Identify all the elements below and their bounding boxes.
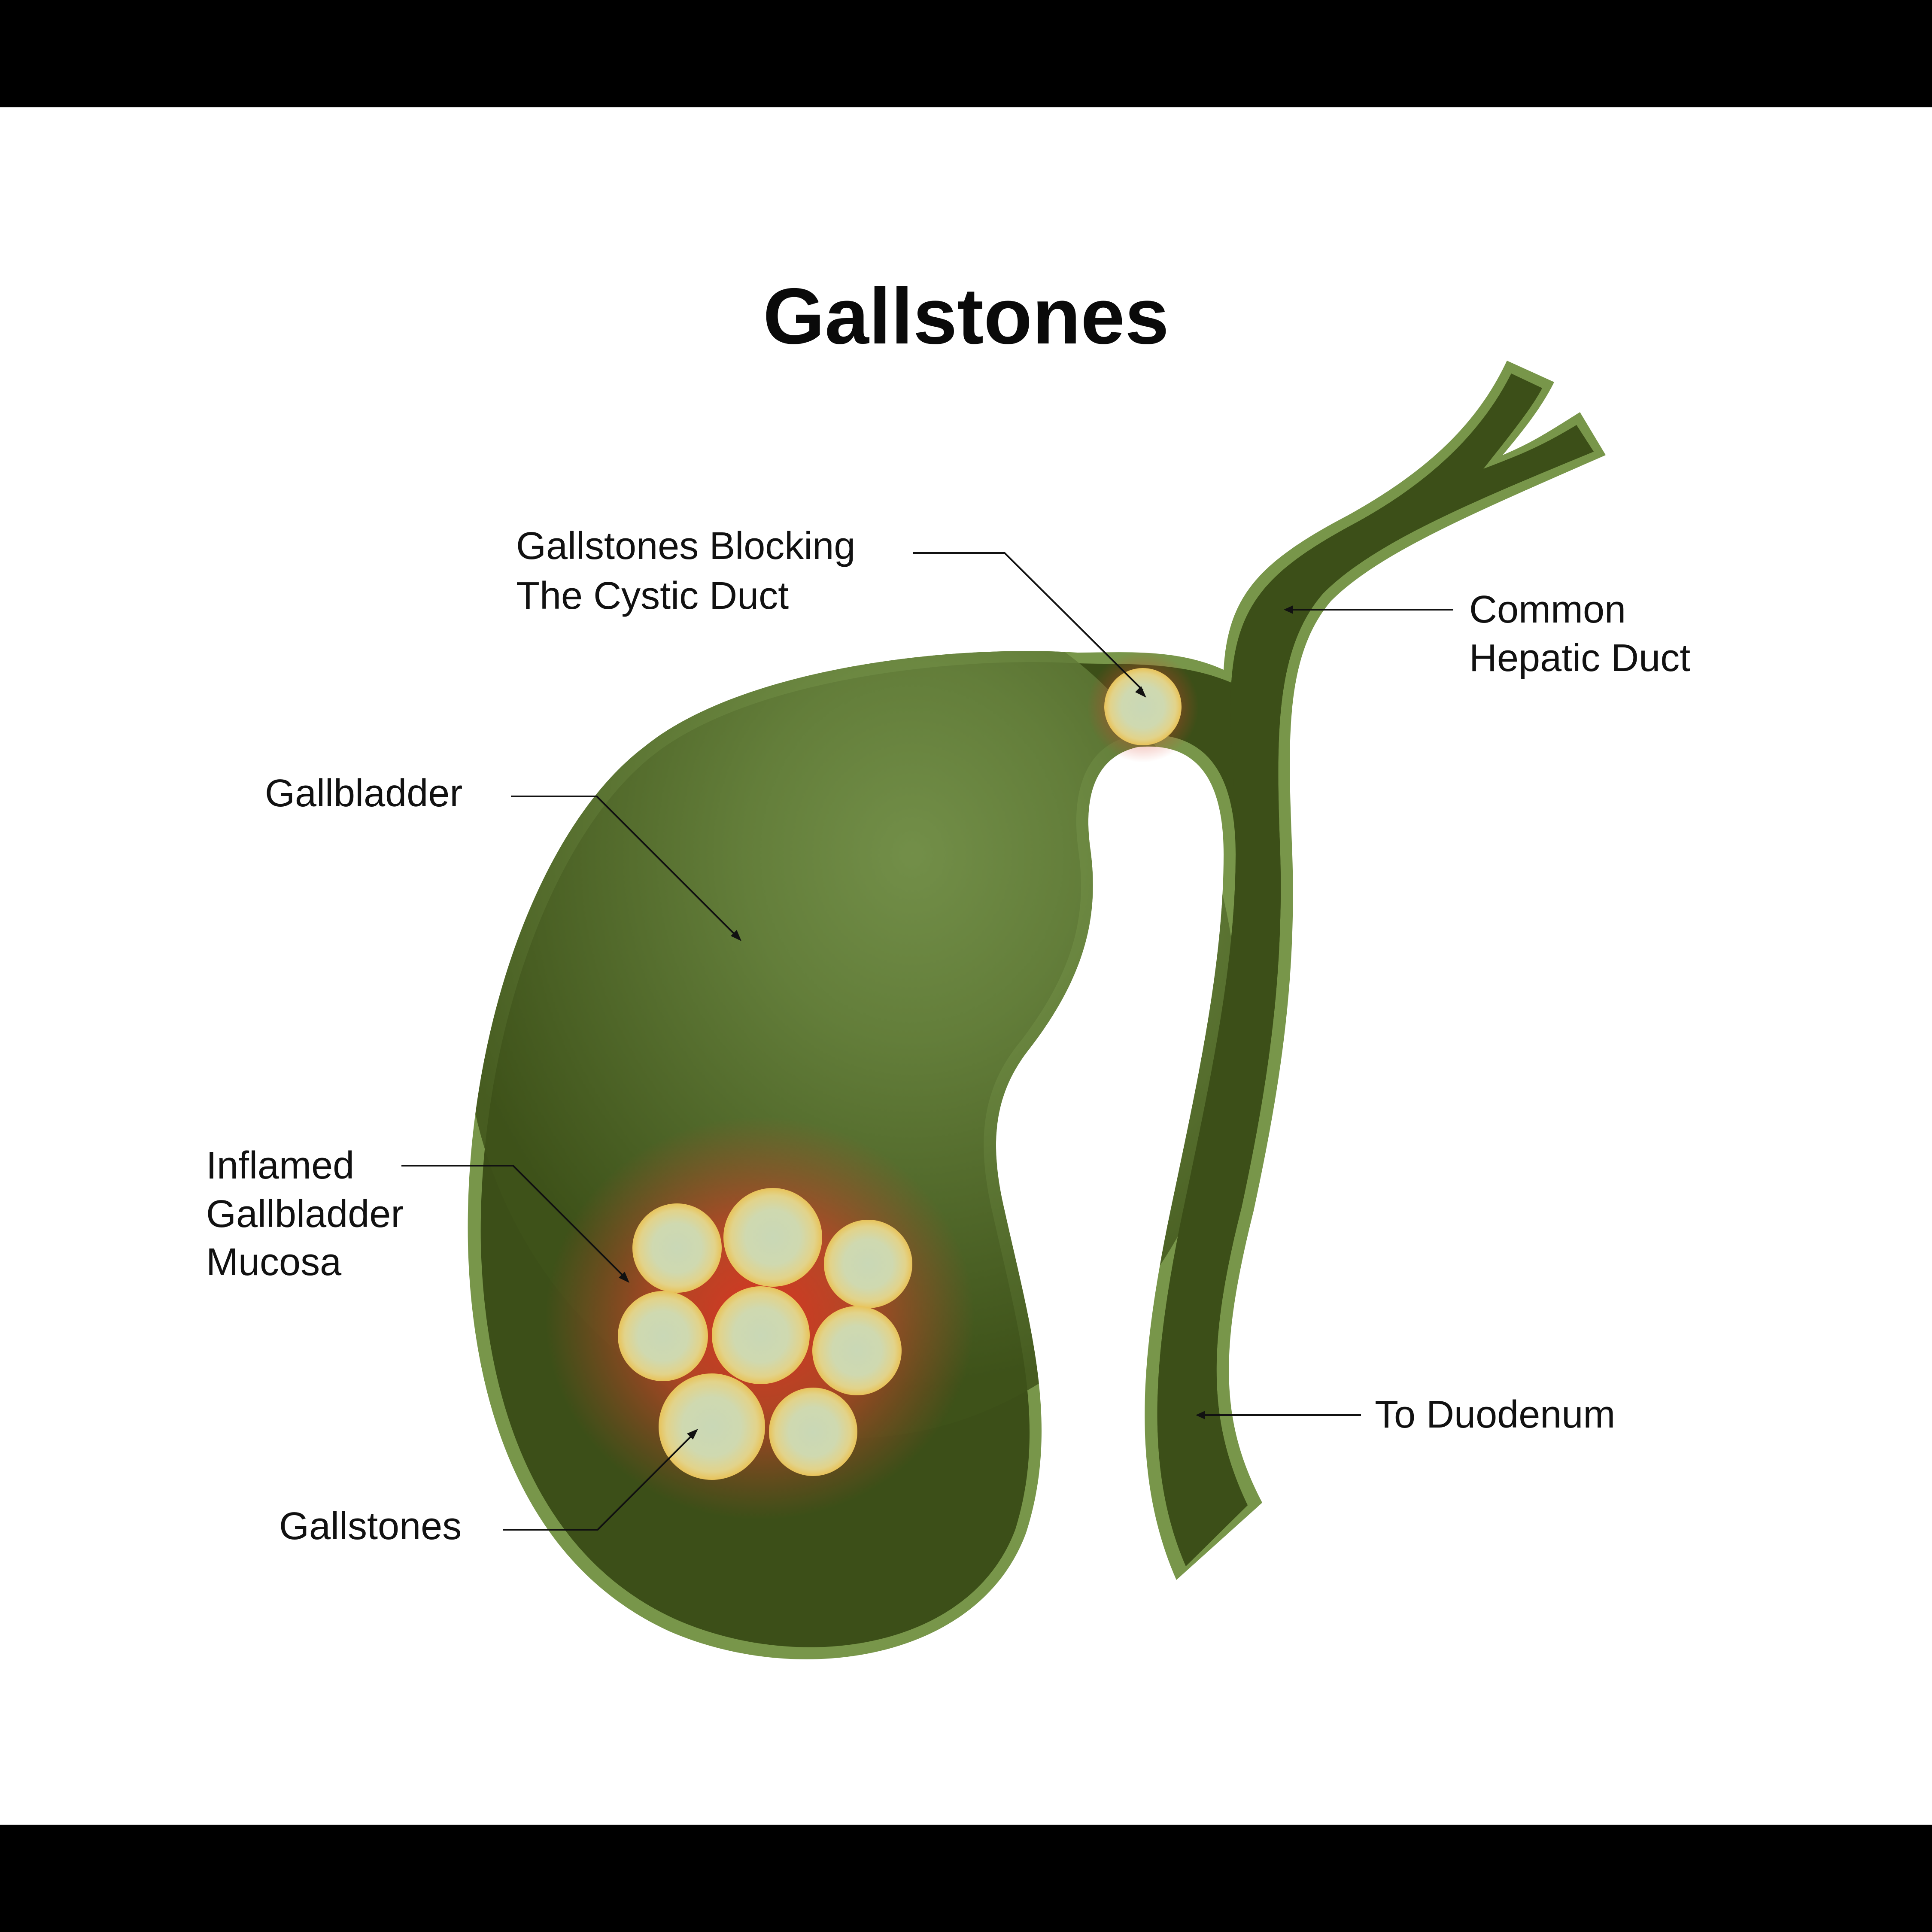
gallstone <box>659 1373 765 1480</box>
gallstone <box>723 1188 822 1287</box>
top-black-band <box>0 0 1932 107</box>
arrowhead-duodenum <box>1196 1411 1205 1419</box>
arrowhead-gallbladder <box>731 930 741 941</box>
label-mucosa-line2: Gallbladder <box>206 1193 404 1236</box>
duct-dark <box>1157 374 1594 1566</box>
bottom-black-band <box>0 1825 1932 1932</box>
leader-mucosa <box>401 1165 626 1278</box>
label-hepatic-line1: Common <box>1469 588 1626 631</box>
label-gallbladder: Gallbladder <box>265 772 462 815</box>
leader-gallstones <box>503 1433 694 1531</box>
gallstone <box>812 1306 902 1395</box>
leader-gallbladder <box>511 796 737 937</box>
gallstone <box>769 1388 857 1476</box>
page-title: Gallstones <box>763 272 1169 361</box>
arrowhead-blocking <box>1135 686 1146 698</box>
gallstone <box>618 1291 708 1381</box>
label-blocking-line2: The Cystic Duct <box>516 574 789 617</box>
label-blocking-line1: Gallstones Blocking <box>516 525 855 568</box>
leader-lines <box>401 552 1453 1531</box>
label-gallstones: Gallstones <box>279 1505 462 1548</box>
gallstone-cluster <box>618 1188 912 1480</box>
labels: Gallstones Blocking The Cystic Duct Comm… <box>206 525 1690 1548</box>
label-hepatic-line2: Hepatic Duct <box>1469 637 1690 680</box>
label-duodenum: To Duodenum <box>1375 1393 1615 1436</box>
gallstone <box>632 1203 722 1293</box>
arrowhead-hepatic <box>1284 605 1293 614</box>
gallstone <box>824 1220 912 1308</box>
label-mucosa-line3: Mucosa <box>206 1241 342 1284</box>
label-mucosa-line1: Inflamed <box>206 1144 354 1187</box>
arrowhead-mucosa <box>619 1272 629 1283</box>
cystic-duct-stone <box>1104 668 1182 745</box>
gallstone <box>712 1286 810 1384</box>
leader-blocking <box>913 552 1144 691</box>
arrowhead-gallstones <box>687 1429 698 1440</box>
